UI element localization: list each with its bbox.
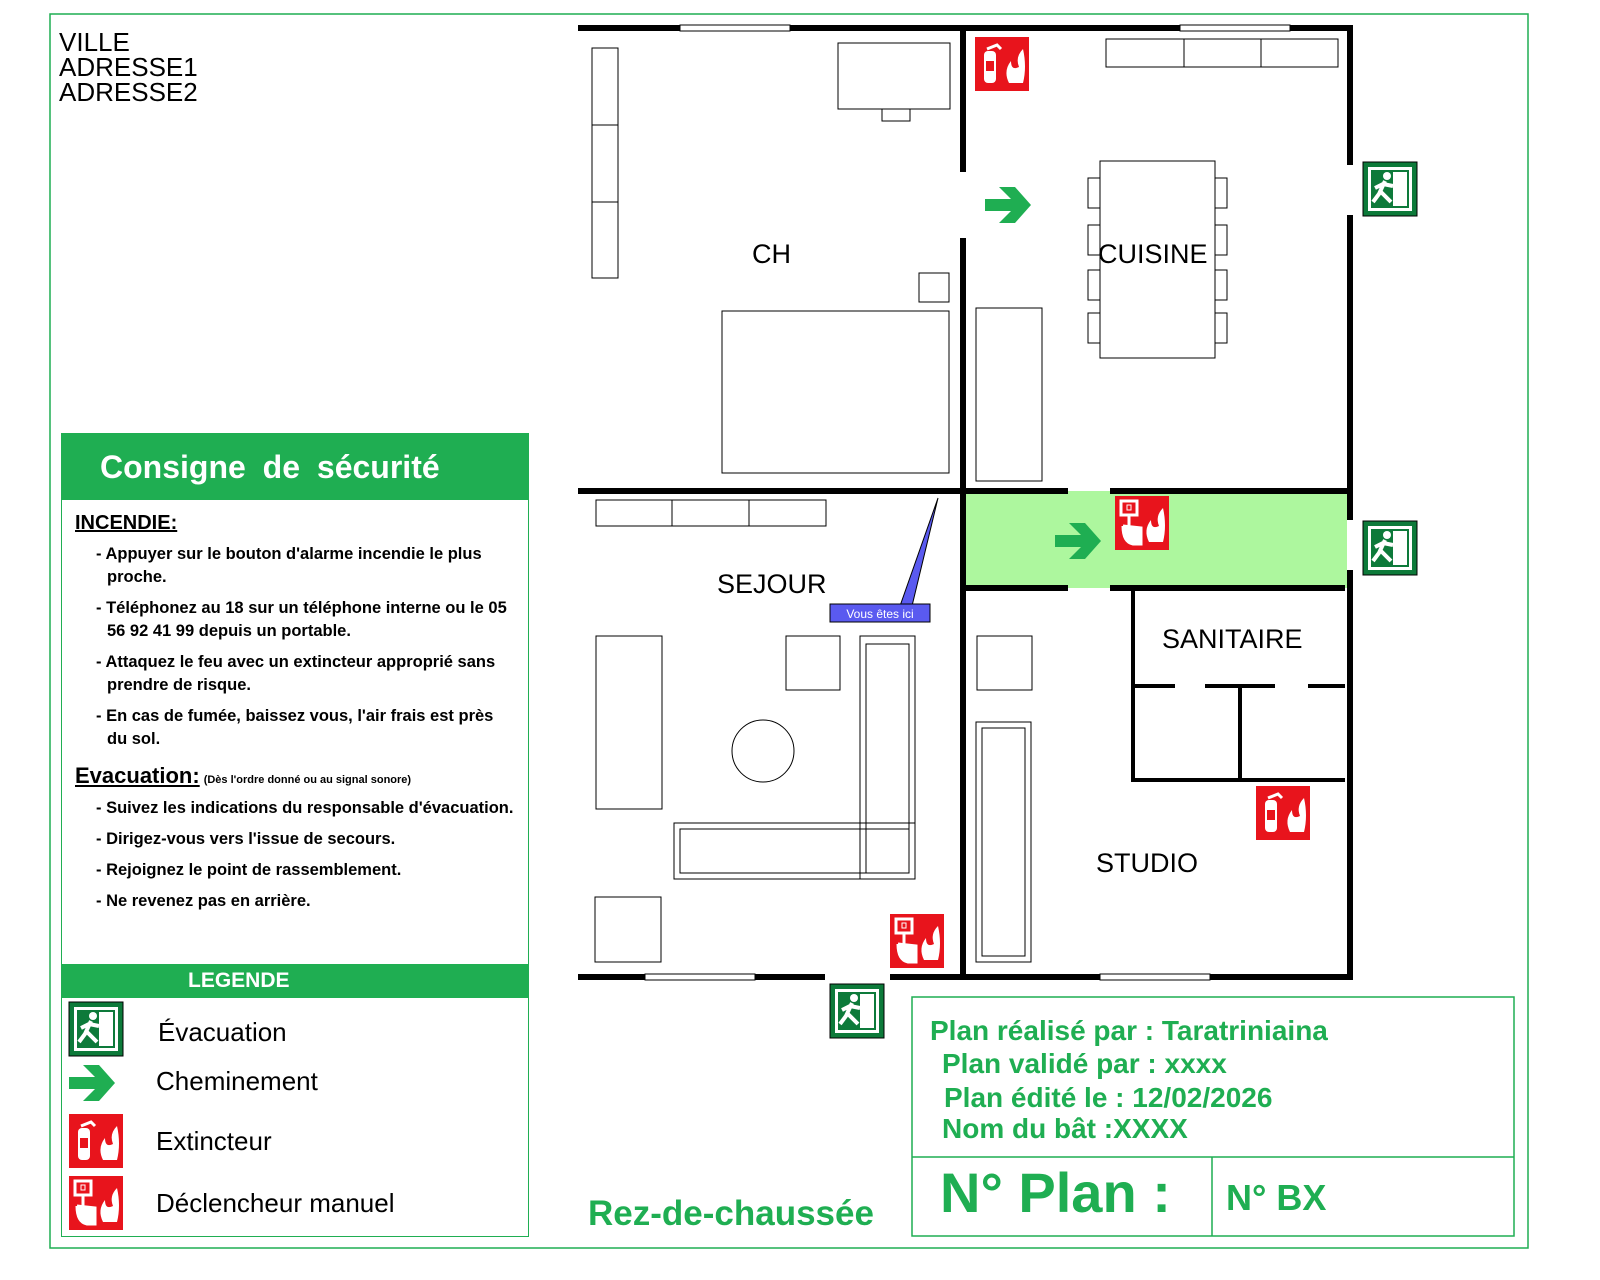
address-line-2: ADRESSE2	[59, 77, 198, 107]
safety-instructions-panel: Consigne de sécurité INCENDIE: - Appuyer…	[61, 433, 529, 1237]
list-item: - En cas de fumée, baissez vous, l'air f…	[96, 707, 494, 748]
list-item: - Ne revenez pas en arrière.	[96, 892, 311, 910]
address-line-1: ADRESSE1	[59, 52, 198, 82]
validated-by: Plan validé par : xxxx	[942, 1048, 1227, 1079]
room-cuisine: CUISINE	[1098, 239, 1208, 269]
room-ch: CH	[752, 239, 791, 269]
legend-path: Cheminement	[156, 1066, 318, 1096]
list-item: - Suivez les indications du responsable …	[96, 799, 514, 817]
you-are-here-marker: Vous êtes ici	[829, 497, 939, 623]
page-border	[49, 13, 1529, 1249]
walls	[578, 25, 1353, 980]
manual-call-point-icon	[1113, 494, 1171, 552]
list-item: - Dirigez-vous vers l'issue de secours.	[96, 830, 396, 848]
emergency-exit-icon	[828, 982, 886, 1040]
panel-title: Consigne de sécurité	[62, 434, 528, 500]
manual-call-point-icon	[68, 1174, 125, 1232]
legend-title: LEGENDE	[62, 964, 528, 998]
path-arrow-icon	[985, 187, 1031, 223]
emergency-exit-icon	[68, 1001, 125, 1058]
room-sanitaire: SANITAIRE	[1162, 624, 1303, 654]
extinguisher-icon	[68, 1112, 125, 1170]
evacuation-note: (Dès l'ordre donné ou au signal sonore)	[203, 774, 412, 786]
extinguisher-icon	[1254, 784, 1312, 842]
windows	[644, 24, 1291, 981]
building-name: Nom du bât :XXXX	[942, 1113, 1188, 1144]
legend-manual-call-point: Déclencheur manuel	[156, 1188, 395, 1218]
edit-date: Plan édité le : 12/02/2026	[944, 1082, 1272, 1113]
legend-evacuation: Évacuation	[158, 1017, 287, 1047]
floor-label: Rez-de-chaussée	[588, 1194, 874, 1233]
evacuation-instructions: - Suivez les indications du responsable …	[62, 797, 528, 913]
plan-number: N° BX	[1226, 1177, 1326, 1218]
list-item: - Appuyer sur le bouton d'alarme incendi…	[96, 545, 482, 586]
plan-number-label: N° Plan :	[940, 1161, 1171, 1224]
fire-instructions: - Appuyer sur le bouton d'alarme incendi…	[62, 543, 528, 751]
furniture	[591, 38, 1339, 963]
address: VILLE ADRESSE1 ADRESSE2	[59, 27, 198, 107]
emergency-exit-icon	[1361, 519, 1419, 577]
legend-extinguisher: Extincteur	[156, 1126, 272, 1156]
manual-call-point-icon	[888, 912, 946, 970]
made-by: Plan réalisé par : Taratriniaina	[930, 1015, 1328, 1046]
emergency-exit-icon	[1361, 160, 1419, 218]
evacuation-heading: Evacuation:(Dès l'ordre donné ou au sign…	[75, 763, 528, 789]
path-arrow-icon	[69, 1065, 115, 1101]
info-box: Plan réalisé par : Taratriniaina Plan va…	[911, 996, 1515, 1237]
list-item: - Rejoignez le point de rassemblement.	[96, 861, 402, 879]
fire-heading: INCENDIE:	[75, 512, 178, 534]
list-item: - Téléphonez au 18 sur un téléphone inte…	[96, 599, 507, 640]
extinguisher-icon	[973, 35, 1031, 93]
city: VILLE	[59, 27, 130, 57]
evacuation-title: Evacuation:	[75, 763, 200, 788]
legend-icons	[68, 1001, 125, 1232]
list-item: - Attaquez le feu avec un extincteur app…	[96, 653, 496, 694]
room-labels: CH CUISINE SEJOUR SANITAIRE STUDIO	[717, 239, 1303, 878]
room-studio: STUDIO	[1096, 848, 1198, 878]
room-sejour: SEJOUR	[717, 569, 827, 599]
svg-text:Vous êtes ici: Vous êtes ici	[846, 607, 913, 621]
